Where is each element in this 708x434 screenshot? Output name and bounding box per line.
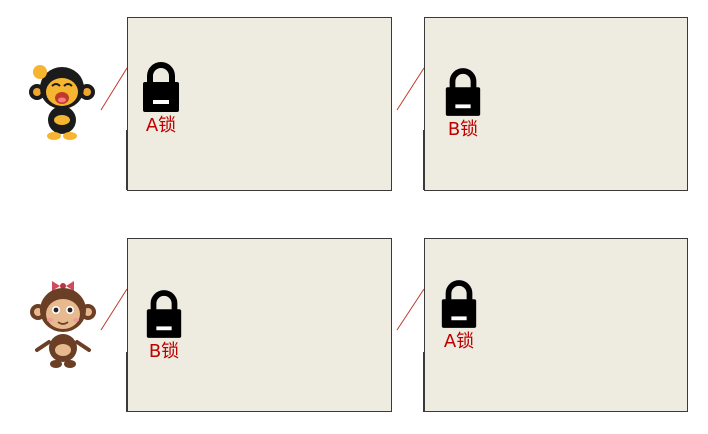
lock-b: B锁 xyxy=(438,66,488,140)
lock-a: A锁 xyxy=(136,60,186,136)
connector-line xyxy=(100,67,128,111)
padlock-icon xyxy=(441,280,477,328)
connector-line xyxy=(396,288,425,331)
padlock-icon xyxy=(445,68,481,116)
girl-monkey-icon xyxy=(30,280,98,375)
boy-monkey-icon xyxy=(28,62,96,147)
padlock-icon xyxy=(146,290,182,338)
door-hinge-line xyxy=(126,130,127,190)
lock-label: A锁 xyxy=(443,331,475,352)
lock-label: B锁 xyxy=(447,119,479,140)
door-hinge-line xyxy=(126,352,127,412)
door-hinge-line xyxy=(423,130,424,190)
lock-b: B锁 xyxy=(139,288,189,362)
padlock-icon xyxy=(143,62,179,112)
lock-label: B锁 xyxy=(148,341,180,362)
door-panel xyxy=(424,238,688,412)
connector-line xyxy=(396,67,425,111)
door-hinge-line xyxy=(423,352,424,412)
connector-line xyxy=(100,288,128,331)
lock-label: A锁 xyxy=(145,115,177,136)
lock-a: A锁 xyxy=(434,278,484,352)
